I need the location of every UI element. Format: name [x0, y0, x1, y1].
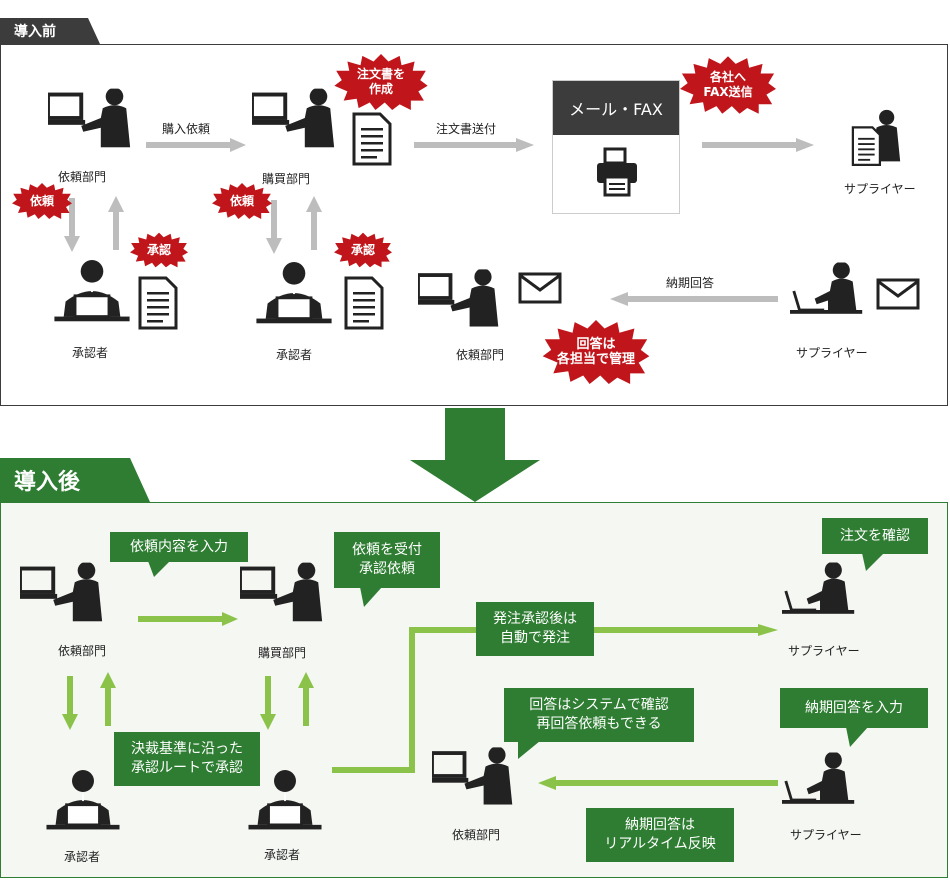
supplier-bottom-icon — [790, 262, 866, 320]
after-tab: 導入後 — [0, 458, 150, 502]
callout-enter-request-tail — [148, 561, 170, 577]
before-approver-left-label: 承認者 — [72, 346, 109, 360]
callout-confirm-order-tail — [862, 553, 884, 571]
after-arrow-request — [138, 612, 238, 626]
after-purchasing-dept-label: 購買部門 — [258, 646, 307, 660]
after-purchasing-dept-icon — [240, 562, 328, 622]
burst-managed-text: 回答は 各担当で管理 — [556, 337, 635, 367]
before-tab: 導入前 — [0, 18, 100, 44]
fax-printer-icon — [597, 147, 637, 197]
approver-left-icon — [52, 260, 132, 326]
before-tab-label: 導入前 — [14, 24, 56, 40]
callout-confirm-order: 注文を確認 — [822, 518, 928, 554]
before-request-dept-bottom-label: 依頼部門 — [456, 348, 505, 362]
purchase-request-label: 購入依頼 — [162, 122, 211, 136]
callout-realtime: 納期回答は リアルタイム反映 — [586, 808, 734, 862]
purchasing-dept-icon — [252, 88, 340, 148]
burst-request-left-text: 依頼 — [29, 193, 54, 208]
before-supplier-bottom-label: サプライヤー — [796, 346, 868, 360]
callout-auto-order: 発注承認後は 自動で発注 — [476, 602, 594, 656]
burst-create-order-text: 注文書を 作成 — [356, 67, 405, 96]
after-request-dept-label: 依頼部門 — [58, 644, 107, 658]
approver-left-doc-icon — [138, 276, 178, 330]
order-sent-label: 注文書送付 — [436, 122, 497, 136]
transition-arrow — [410, 408, 540, 502]
after-supplier-bottom-label: サプライヤー — [790, 828, 862, 842]
after-arrow-down-left — [62, 676, 78, 730]
after-arrow-down-right — [260, 676, 276, 730]
before-request-dept-label: 依頼部門 — [58, 170, 107, 184]
after-approver-right-label: 承認者 — [264, 848, 301, 862]
mail-icon-left — [518, 272, 562, 304]
before-supplier-top-label: サプライヤー — [844, 182, 916, 196]
arrow-up-left — [108, 196, 124, 250]
request-dept-icon — [48, 88, 136, 148]
arrow-up-right — [306, 196, 322, 250]
approver-right-doc-icon — [344, 276, 384, 330]
after-arrow-up-right — [298, 672, 314, 726]
after-approver-left-label: 承認者 — [64, 850, 101, 864]
after-supplier-top-label: サプライヤー — [788, 644, 860, 658]
mail-icon-right — [876, 278, 920, 310]
arrow-down-left — [64, 198, 80, 252]
arrow-to-supplier — [702, 138, 814, 152]
before-panel — [0, 44, 948, 406]
after-approver-left-icon — [44, 770, 122, 834]
callout-enter-request: 依頼内容を入力 — [110, 532, 248, 562]
mail-fax-title: メール・FAX — [553, 81, 679, 135]
callout-enter-delivery: 納期回答を入力 — [780, 688, 928, 728]
after-supplier-bottom-icon — [782, 752, 858, 810]
after-request-dept-bottom-icon — [432, 746, 518, 806]
order-document-icon — [352, 112, 392, 166]
after-arrow-realtime — [538, 776, 778, 790]
after-approver-right-icon — [246, 770, 324, 834]
arrow-down-right — [266, 200, 282, 254]
burst-each-company-text: 各社へ FAX送信 — [703, 70, 753, 99]
callout-receive-request: 依頼を受付 承認依頼 — [334, 532, 440, 588]
before-approver-right-label: 承認者 — [276, 348, 313, 362]
callout-enter-delivery-tail — [846, 727, 868, 747]
callout-approval-route: 決裁基準に沿った 承認ルートで承認 — [114, 732, 260, 786]
arrow-delivery-reply — [610, 292, 778, 306]
approver-right-icon — [254, 262, 334, 328]
mail-fax-box: メール・FAX — [552, 80, 680, 214]
callout-system-confirm: 回答はシステムで確認 再回答依頼もできる — [504, 688, 694, 742]
delivery-reply-label: 納期回答 — [666, 276, 715, 290]
supplier-top-icon — [836, 109, 901, 166]
callout-receive-request-tail — [360, 587, 382, 607]
burst-approve-right-text: 承認 — [350, 242, 375, 257]
request-dept-bottom-icon — [418, 268, 504, 328]
after-request-dept-icon — [20, 562, 108, 622]
after-request-dept-bottom-label: 依頼部門 — [452, 828, 501, 842]
before-purchasing-dept-label: 購買部門 — [262, 172, 311, 186]
arrow-order-sent — [414, 138, 534, 152]
burst-approve-left-text: 承認 — [146, 242, 171, 257]
after-supplier-top-icon — [782, 562, 858, 620]
callout-system-confirm-tail — [518, 741, 540, 759]
after-arrow-up-left — [100, 672, 116, 726]
burst-request-right-text: 依頼 — [229, 193, 254, 208]
after-tab-label: 導入後 — [14, 470, 81, 495]
arrow-purchase-request — [146, 138, 246, 152]
